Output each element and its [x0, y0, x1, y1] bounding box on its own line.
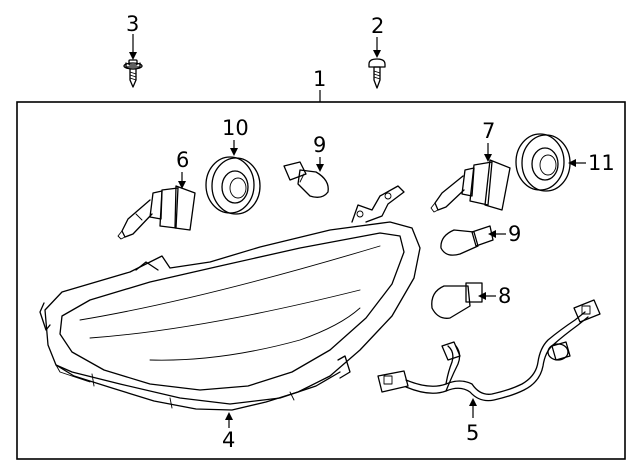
wedge-bulb-small-icon	[431, 282, 483, 319]
callout-10-label: 10	[222, 116, 249, 140]
wedge-bulb-right-icon	[440, 225, 494, 256]
callout-7[interactable]: 7	[482, 119, 495, 162]
dust-cover-right-icon	[515, 133, 571, 192]
callout-11[interactable]: 11	[568, 151, 615, 175]
callout-9-upper[interactable]: 9	[313, 133, 326, 172]
callout-9-upper-label: 9	[313, 133, 326, 157]
callout-8[interactable]: 8	[478, 284, 511, 308]
callout-5[interactable]: 5	[466, 398, 479, 445]
wiring-harness-icon	[377, 299, 601, 402]
assembly-frame	[16, 101, 626, 460]
callout-9-right[interactable]: 9	[488, 222, 521, 246]
callout-1-label: 1	[313, 67, 326, 91]
screw-icon	[368, 58, 386, 89]
callout-11-label: 11	[588, 151, 615, 175]
screw-washer-icon	[123, 59, 143, 88]
callout-3-label: 3	[126, 12, 139, 36]
callout-4[interactable]: 4	[222, 412, 235, 452]
callout-10[interactable]: 10	[222, 116, 249, 156]
callout-7-label: 7	[482, 119, 495, 143]
headlamp-bulb-right-icon	[430, 159, 511, 213]
callout-9-right-label: 9	[508, 222, 521, 246]
callout-2[interactable]: 2	[371, 14, 384, 58]
callout-1[interactable]: 1	[313, 67, 326, 102]
headlamp-bulb-left-icon	[117, 185, 196, 240]
callout-4-label: 4	[222, 428, 235, 452]
headlamp-housing-icon	[39, 185, 421, 411]
wedge-bulb-upper-icon	[283, 161, 329, 198]
callout-3[interactable]: 3	[126, 12, 139, 60]
callout-8-label: 8	[498, 284, 511, 308]
callout-6-label: 6	[176, 148, 189, 172]
callout-6[interactable]: 6	[176, 148, 189, 189]
dust-cover-icon	[205, 156, 261, 215]
callout-2-label: 2	[371, 14, 384, 38]
callout-5-label: 5	[466, 421, 479, 445]
